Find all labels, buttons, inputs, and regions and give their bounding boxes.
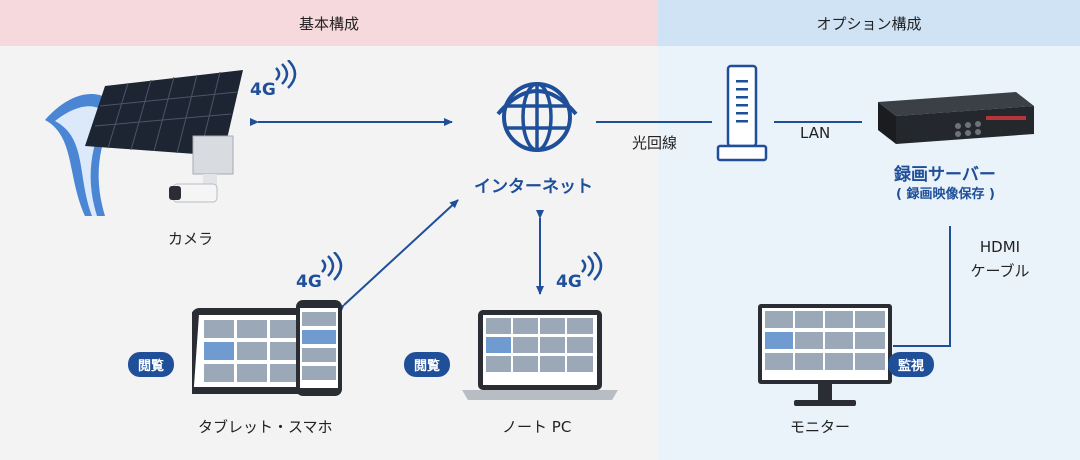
tablet-internet-arrow bbox=[335, 199, 459, 314]
monitor-label: モニター bbox=[790, 418, 851, 436]
hdmi-label: HDMI bbox=[979, 238, 1021, 256]
tablet-view-badge: 閲覧 bbox=[128, 352, 175, 377]
basic-config-header: 基本構成 bbox=[0, 0, 658, 46]
signal-wave-icon bbox=[321, 252, 343, 281]
notebook-label: ノート PC bbox=[502, 418, 572, 436]
tablet-smartphone-icon bbox=[192, 300, 342, 396]
router-icon bbox=[716, 64, 768, 162]
camera-4g-label: 4G bbox=[250, 80, 276, 100]
recorder-title: 録画サーバー bbox=[894, 165, 996, 185]
globe-icon bbox=[496, 82, 578, 152]
recorder-server-icon bbox=[878, 92, 1034, 144]
lan-label: LAN bbox=[800, 124, 831, 142]
cable-label: ケーブル bbox=[970, 262, 1030, 280]
internet-label: インターネット bbox=[474, 177, 593, 197]
notebook-view-badge: 閲覧 bbox=[404, 352, 451, 377]
recorder-subtitle: ( 録画映像保存 ) bbox=[896, 187, 995, 202]
monitor-icon bbox=[758, 304, 892, 406]
camera-label: カメラ bbox=[168, 230, 214, 248]
tablet-4g-label: 4G bbox=[296, 272, 322, 292]
notebook-4g-label: 4G bbox=[556, 272, 582, 292]
signal-wave-icon bbox=[581, 252, 603, 281]
notebook-pc-icon bbox=[462, 310, 618, 400]
monitor-watch-badge: 監視 bbox=[888, 352, 935, 377]
fiber-label: 光回線 bbox=[632, 134, 678, 152]
solar-camera-icon bbox=[45, 70, 243, 216]
basic-config-title: 基本構成 bbox=[298, 15, 359, 33]
hdmi-line bbox=[893, 226, 951, 347]
tablet-label: タブレット・スマホ bbox=[198, 418, 333, 436]
option-config-header: オプション構成 bbox=[658, 0, 1080, 46]
option-config-title: オプション構成 bbox=[816, 15, 922, 33]
signal-wave-icon bbox=[275, 60, 297, 89]
